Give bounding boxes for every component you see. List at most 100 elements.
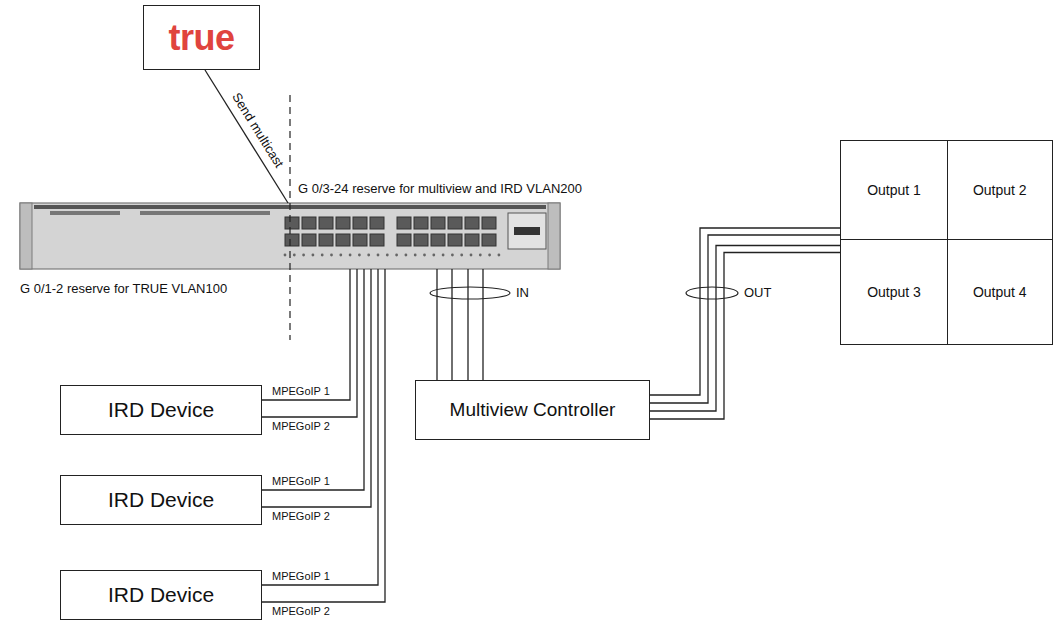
node-label: Output 3 bbox=[867, 284, 921, 300]
cable-line bbox=[436, 269, 437, 380]
device-box: IRD Device bbox=[60, 385, 262, 435]
port-led bbox=[460, 254, 463, 257]
switch-port bbox=[319, 217, 333, 229]
switch-chassis bbox=[20, 203, 560, 269]
output-cell: Output 3 bbox=[840, 239, 948, 345]
switch-ports bbox=[284, 217, 501, 256]
switch-port bbox=[285, 217, 299, 229]
cable-line bbox=[262, 269, 378, 585]
switch-port bbox=[431, 217, 445, 229]
cable-line bbox=[451, 269, 452, 380]
provider-box: true bbox=[143, 5, 260, 70]
output-cell: Output 2 bbox=[947, 140, 1054, 240]
uplink-port bbox=[514, 227, 540, 235]
switch-port bbox=[353, 217, 367, 229]
port-led bbox=[293, 254, 296, 257]
rack-ear bbox=[20, 203, 32, 269]
edge-label: MPEGoIP 1 bbox=[270, 475, 332, 488]
network-switch bbox=[20, 203, 560, 269]
cable-line bbox=[262, 269, 371, 507]
port-led bbox=[330, 254, 333, 257]
bundle-label: OUT bbox=[742, 285, 773, 300]
port-led bbox=[339, 254, 342, 257]
switch-port bbox=[397, 217, 411, 229]
cable-line bbox=[482, 269, 483, 380]
port-led bbox=[498, 254, 501, 257]
switch-node: G 0/3-24 reserve for multiview and IRD V… bbox=[20, 203, 560, 269]
switch-port bbox=[370, 217, 384, 229]
edge-label: MPEGoIP 2 bbox=[270, 420, 332, 433]
switch-port bbox=[482, 217, 496, 229]
rack-ear bbox=[548, 203, 560, 269]
device-box: IRD Device bbox=[60, 475, 262, 525]
switch-port bbox=[336, 217, 350, 229]
bundle-ellipse bbox=[430, 287, 510, 299]
controller-box: Multiview Controller bbox=[415, 380, 650, 440]
edge-label: MPEGoIP 1 bbox=[270, 385, 332, 398]
cable-line bbox=[262, 269, 350, 400]
switch-port bbox=[465, 234, 479, 246]
cable-line bbox=[262, 269, 364, 490]
switch-port bbox=[353, 234, 367, 246]
bundle-label: IN bbox=[514, 285, 531, 300]
edge-label: MPEGoIP 2 bbox=[270, 510, 332, 523]
switch-port bbox=[482, 234, 496, 246]
switch-port bbox=[336, 234, 350, 246]
node-label: true bbox=[168, 17, 234, 59]
cable-line bbox=[262, 269, 357, 417]
port-led bbox=[386, 254, 389, 257]
port-led bbox=[302, 254, 305, 257]
vlan-divider bbox=[289, 95, 290, 340]
node-label: Output 2 bbox=[973, 182, 1027, 198]
port-led bbox=[414, 254, 417, 257]
switch-port bbox=[448, 217, 462, 229]
cable-line bbox=[650, 235, 840, 403]
switch-led-strip bbox=[50, 211, 120, 215]
port-led bbox=[423, 254, 426, 257]
switch-port bbox=[431, 234, 445, 246]
port-led bbox=[442, 254, 445, 257]
port-led bbox=[358, 254, 361, 257]
port-led bbox=[367, 254, 370, 257]
cable-line bbox=[262, 269, 385, 602]
node-label: Multiview Controller bbox=[450, 399, 616, 421]
switch-port bbox=[285, 234, 299, 246]
node-label: Output 4 bbox=[973, 284, 1027, 300]
switch-port bbox=[397, 234, 411, 246]
port-led bbox=[451, 254, 454, 257]
switch-port bbox=[414, 234, 428, 246]
switch-port bbox=[465, 217, 479, 229]
output-cell: Output 4 bbox=[947, 239, 1054, 345]
port-led bbox=[284, 254, 287, 257]
port-led bbox=[470, 254, 473, 257]
bundle-ellipse bbox=[686, 287, 738, 299]
edge-label: Send multicast bbox=[228, 88, 286, 171]
uplink-module bbox=[508, 213, 546, 249]
port-note: G 0/3-24 reserve for multiview and IRD V… bbox=[298, 181, 582, 196]
node-label: IRD Device bbox=[108, 488, 214, 512]
output-cell: Output 1 bbox=[840, 140, 948, 240]
port-led bbox=[395, 254, 398, 257]
port-led bbox=[321, 254, 324, 257]
port-led bbox=[349, 254, 352, 257]
cable-line bbox=[650, 246, 840, 412]
cable-line bbox=[467, 269, 468, 380]
switch-port bbox=[302, 217, 316, 229]
port-led bbox=[479, 254, 482, 257]
switch-port bbox=[302, 234, 316, 246]
switch-led-strip bbox=[140, 211, 270, 215]
port-note: G 0/1-2 reserve for TRUE VLAN100 bbox=[20, 281, 227, 296]
cable-line bbox=[205, 70, 288, 203]
switch-port bbox=[370, 234, 384, 246]
port-led bbox=[377, 254, 380, 257]
port-led bbox=[432, 254, 435, 257]
edge-label: MPEGoIP 2 bbox=[270, 605, 332, 618]
switch-port bbox=[448, 234, 462, 246]
node-label: IRD Device bbox=[108, 583, 214, 607]
switch-port bbox=[414, 217, 428, 229]
node-label: IRD Device bbox=[108, 398, 214, 422]
switch-port bbox=[319, 234, 333, 246]
port-led bbox=[405, 254, 408, 257]
